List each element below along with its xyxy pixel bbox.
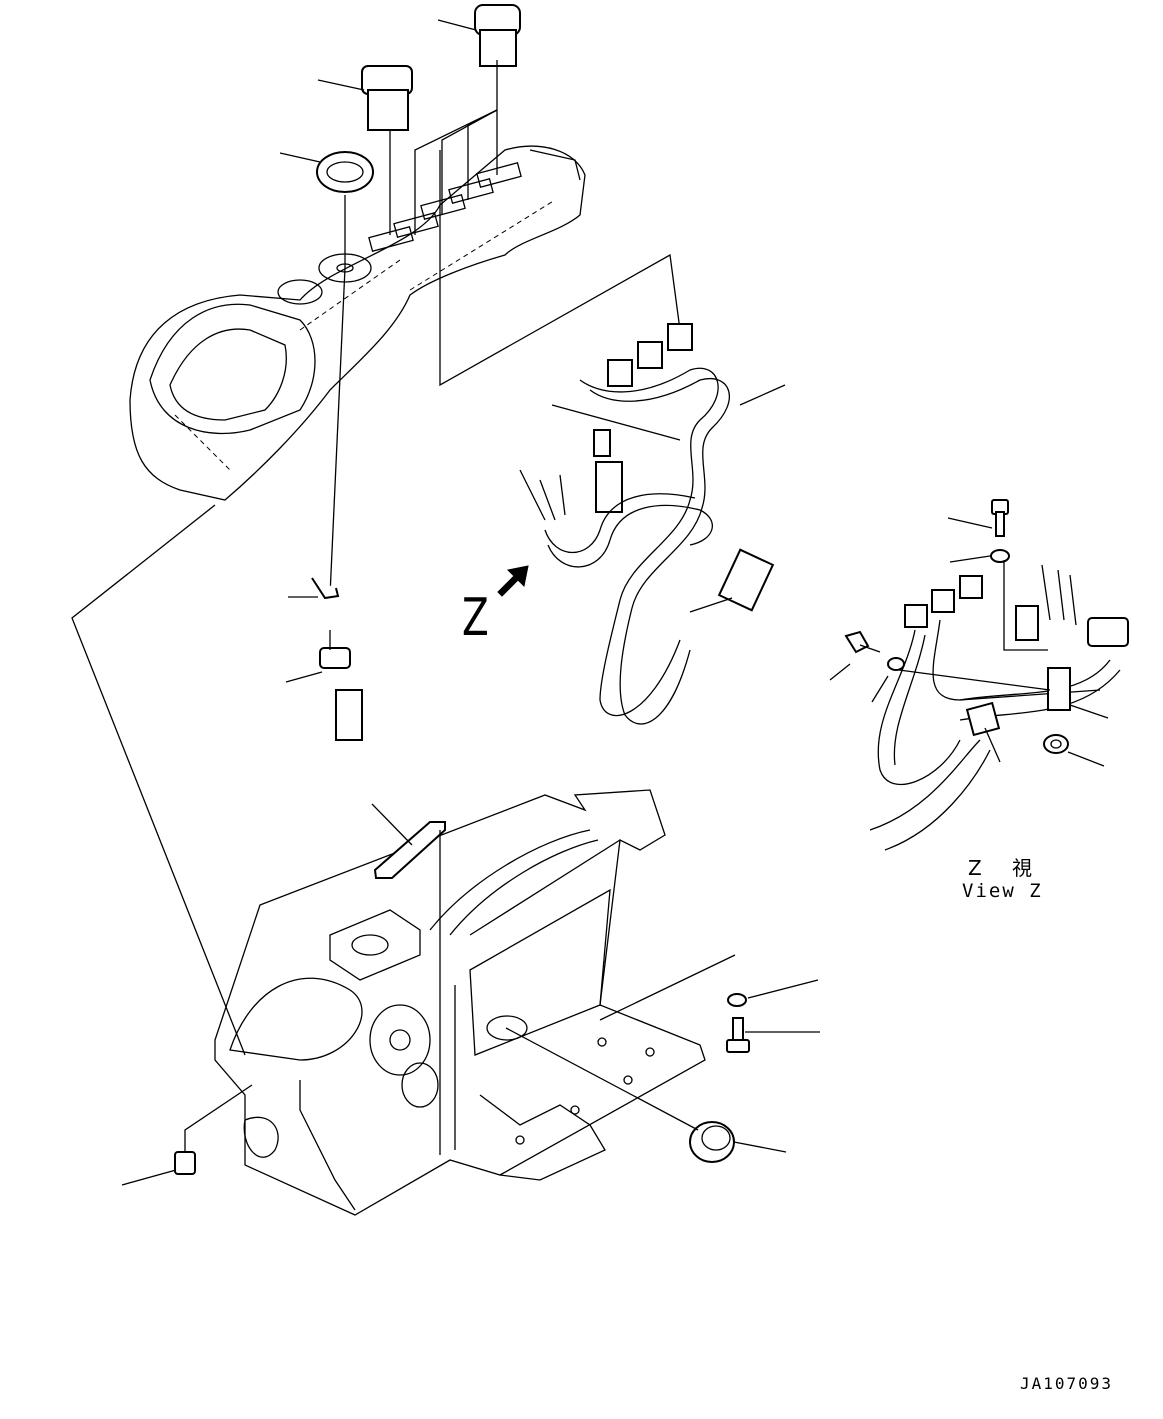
view-z-label-ja: Z 視 (968, 856, 1045, 880)
rocker-switch-parts (316, 4, 521, 193)
console-stand (214, 789, 706, 1216)
leader-lines-upper (71, 19, 681, 1056)
lower-hardware (121, 803, 820, 1186)
console-cover (129, 145, 586, 501)
drawing-number: JA107093 (1020, 1374, 1114, 1393)
wiring-harness (519, 323, 786, 725)
view-arrow-label: Z (462, 588, 489, 648)
view-z-label-en: View Z (962, 880, 1043, 902)
view-arrow-icon (497, 565, 529, 597)
view-z-detail (829, 499, 1129, 851)
clip-and-connector-left (285, 577, 363, 741)
